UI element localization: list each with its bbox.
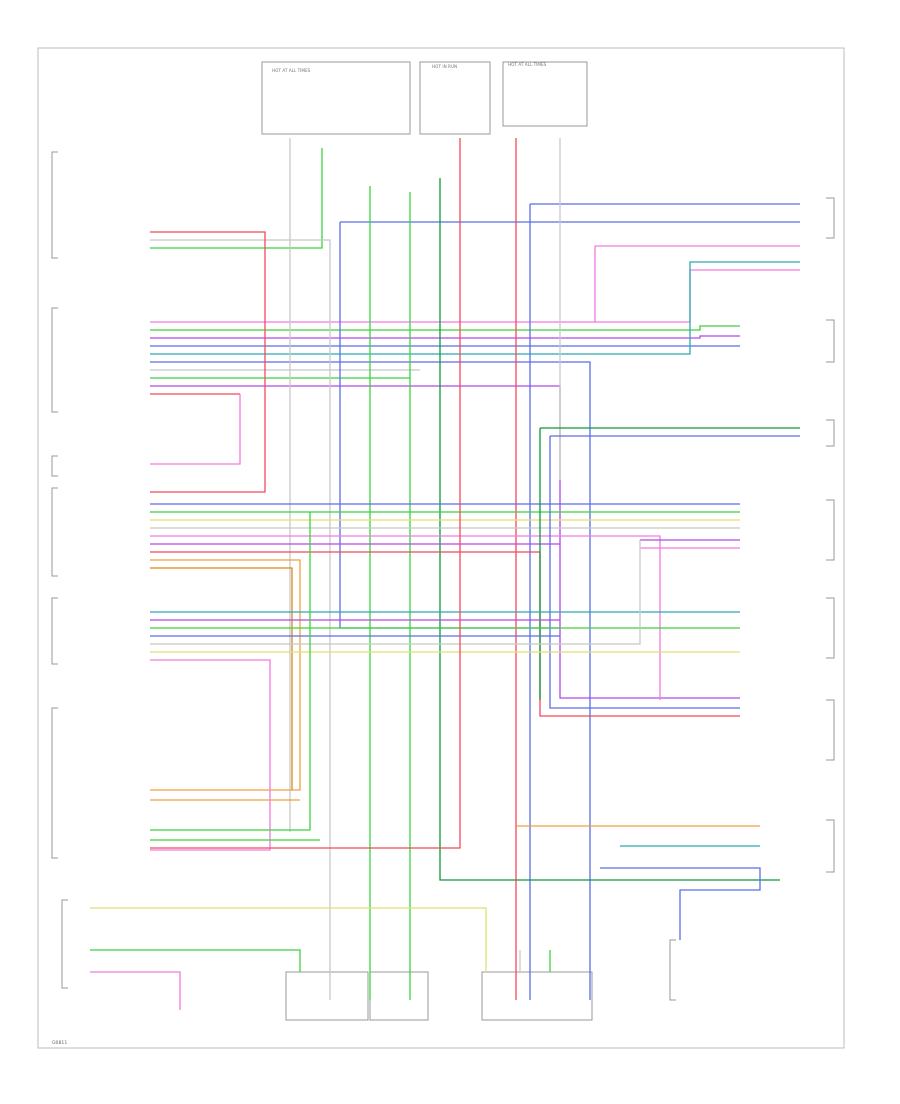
sensor-bracket-4: [826, 499, 835, 561]
wire-red-bot: [150, 138, 461, 849]
switch-box-right: [481, 971, 593, 1021]
wire-green-bot: [150, 512, 311, 831]
fuse-box-right: [502, 61, 588, 127]
connector-bracket-4: [51, 487, 58, 577]
sensor-bracket-1: [826, 197, 835, 239]
wire-orange-mid: [150, 559, 301, 791]
connector-bracket-6: [51, 707, 58, 859]
fuse-box-middle: [419, 61, 491, 135]
connector-bracket-3: [51, 455, 58, 477]
wire-blue-right-bot: [600, 867, 761, 940]
wire-pink-res: [90, 971, 181, 1010]
wire-blue-top-2: [339, 222, 560, 629]
wire-green-top-2: [439, 178, 780, 881]
wire-gray-low: [150, 540, 641, 645]
wire-teal-relay: [150, 261, 800, 355]
wire-pink-low: [150, 659, 271, 851]
switch-box-left-a: [285, 971, 369, 1021]
wire-green-res: [90, 949, 301, 972]
connector-bracket-5: [51, 597, 58, 665]
wire-purple-relay: [150, 335, 740, 339]
sensor-bracket-2: [826, 319, 835, 363]
connector-bracket-2: [51, 307, 58, 413]
wire-dark-orange-mid: [150, 567, 293, 790]
wire-pink-relay: [150, 269, 800, 323]
wire-blue-relay-2: [150, 361, 591, 1000]
labels-group: HOT AT ALL TIMES HOT IN RUN HOT AT ALL TIM…: [272, 62, 547, 73]
sensor-bracket-6: [826, 699, 835, 761]
wire-pink-top-3: [150, 394, 241, 465]
sensor-bracket-7: [826, 819, 835, 873]
wire-green-blower: [150, 148, 323, 249]
wire-blue-right-2: [549, 436, 740, 709]
wire-yellow-res: [90, 907, 487, 972]
wires-group: [90, 138, 800, 1010]
wire-pink-mid: [150, 535, 661, 700]
sensor-bracket-8: [669, 939, 676, 1001]
switch-box-left-b: [369, 971, 429, 1021]
fuse-label-a: HOT AT ALL TIMES: [272, 68, 311, 73]
fuse-label-c: HOT AT ALL TIMES: [508, 62, 547, 67]
fuse-label-b: HOT IN RUN: [432, 64, 457, 69]
connector-bracket-1: [51, 151, 58, 259]
sensor-bracket-3: [826, 419, 835, 447]
wire-purple-relay-2: [150, 385, 740, 699]
wire-red-blower: [150, 231, 266, 493]
diagram-frame: [37, 47, 845, 1049]
wire-red-mid: [150, 551, 740, 717]
connector-bracket-7: [61, 899, 68, 989]
fuse-block-box: [261, 61, 411, 135]
wire-gray-blower: [150, 239, 331, 1000]
sensor-bracket-5: [826, 597, 835, 659]
wire-green-relay: [150, 325, 740, 331]
footer-code: G0811: [52, 1040, 67, 1046]
